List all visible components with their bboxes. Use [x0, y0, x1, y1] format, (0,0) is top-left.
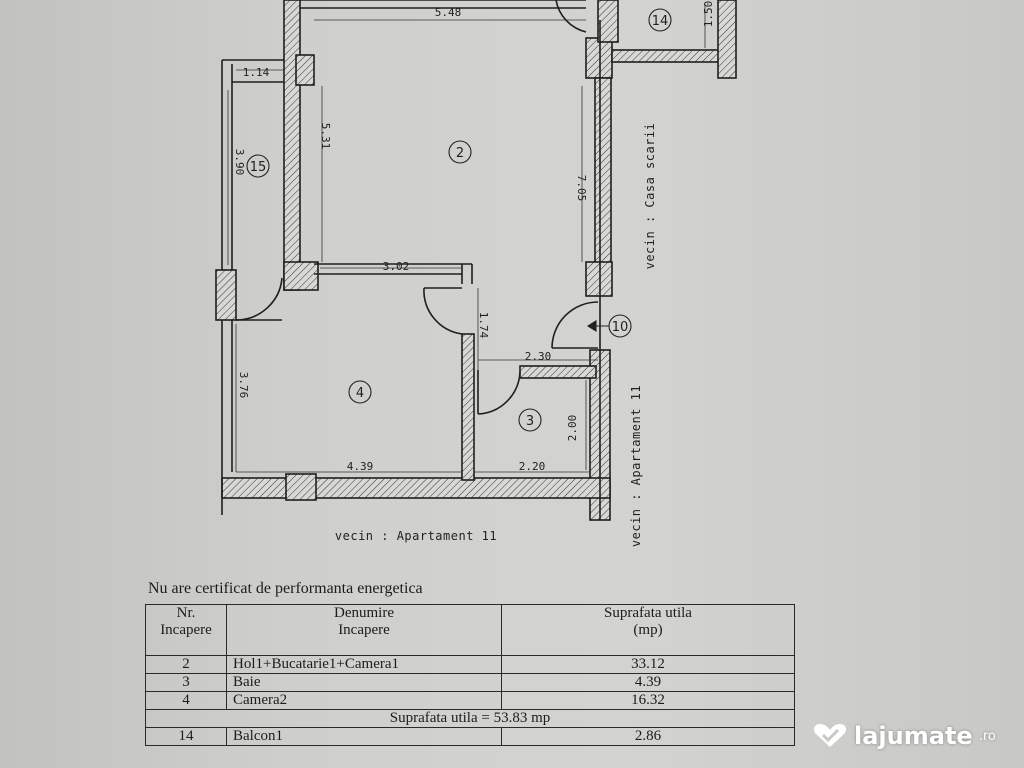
floor-plan: 5.48 1.50 1.14 3.90 5.31 7.05 3.02 1.74 …: [215, 0, 737, 547]
row-name: Hol1+Bucatarie1+Camera1: [226, 655, 502, 674]
row-area: 33.12: [501, 655, 795, 674]
wall-left-pillar: [215, 269, 237, 321]
room-label-14: 14: [652, 14, 669, 29]
row-name: Baie: [226, 673, 502, 692]
wall-balcony-14: [611, 49, 723, 63]
neighbor-right-label: vecin : Apartament 11: [629, 385, 643, 547]
dim-top-width: 5.48: [435, 6, 462, 19]
row-name: Balcon1: [226, 727, 502, 746]
header-area: Suprafata utila(mp): [501, 604, 795, 656]
room-label-4: 4: [356, 386, 364, 401]
door-arc-left: [235, 277, 283, 321]
dim-hall: 1.74: [477, 312, 490, 339]
room-label-10: 10: [612, 320, 629, 335]
dim-room4-height: 3.76: [237, 372, 250, 399]
door-arc-bath: [477, 371, 521, 415]
wall-pillar: [295, 54, 315, 86]
dim-room2-left: 5.31: [319, 123, 332, 150]
dim-balcony-15-width: 1.14: [243, 66, 270, 79]
dim-room2-right: 7.05: [575, 175, 588, 202]
row-nr: 14: [145, 727, 227, 746]
wall-bath-top: [519, 365, 597, 379]
wall-top-right: [597, 0, 619, 43]
row-name: Camera2: [226, 691, 502, 710]
wall-bath-left: [461, 333, 475, 481]
room-label-2: 2: [456, 146, 464, 161]
heart-check-icon: [813, 724, 847, 747]
door-arc-top: [555, 0, 587, 33]
total-row: Suprafata utila = 53.83 mp: [145, 709, 795, 728]
wall-balcony-14-side: [717, 0, 737, 79]
dim-balcony-15-length: 3.90: [233, 149, 246, 176]
row-nr: 3: [145, 673, 227, 692]
dim-room4-width: 4.39: [347, 460, 374, 473]
dim-balcony-depth: 1.50: [702, 1, 715, 28]
door-arc-entrance: [551, 301, 599, 349]
wall-pillar-top-right: [585, 37, 613, 79]
wall-corner: [283, 261, 319, 291]
table-row: 14 Balcon1 2.86: [145, 727, 795, 746]
wall-right-room2: [594, 77, 612, 294]
row-area: 16.32: [501, 691, 795, 710]
total-area: Suprafata utila = 53.83 mp: [145, 709, 795, 728]
neighbor-bottom-label: vecin : Apartament 11: [335, 529, 497, 543]
row-nr: 4: [145, 691, 227, 710]
watermark-tld: .ro: [978, 728, 996, 744]
table-row: 3 Baie 4.39: [145, 673, 795, 692]
room-label-15: 15: [250, 160, 267, 175]
dim-bath-width: 2.20: [519, 460, 546, 473]
wall-pillar-right: [585, 261, 613, 297]
table-row: 2 Hol1+Bucatarie1+Camera1 33.12: [145, 655, 795, 674]
dim-bath-height: 2.00: [566, 415, 579, 442]
header-nr: Nr.Incapere: [145, 604, 227, 656]
wall-bottom-pillar: [285, 473, 317, 501]
door-arc-room4: [423, 287, 463, 335]
row-nr: 2: [145, 655, 227, 674]
energy-certificate-note: Nu are certificat de performanta energet…: [148, 580, 423, 597]
table-row: 4 Camera2 16.32: [145, 691, 795, 710]
watermark-brand: lajumate: [854, 722, 973, 750]
wall-left-room2: [283, 0, 301, 291]
stairwell-label: vecin : Casa scarii: [643, 123, 657, 270]
dim-bath-top: 2.30: [525, 350, 552, 363]
row-area: 4.39: [501, 673, 795, 692]
room-label-3: 3: [526, 414, 534, 429]
wall-bottom: [221, 477, 611, 499]
dim-partition: 3.02: [383, 260, 410, 273]
row-area: 2.86: [501, 727, 795, 746]
watermark-logo: lajumate .ro: [812, 722, 996, 750]
